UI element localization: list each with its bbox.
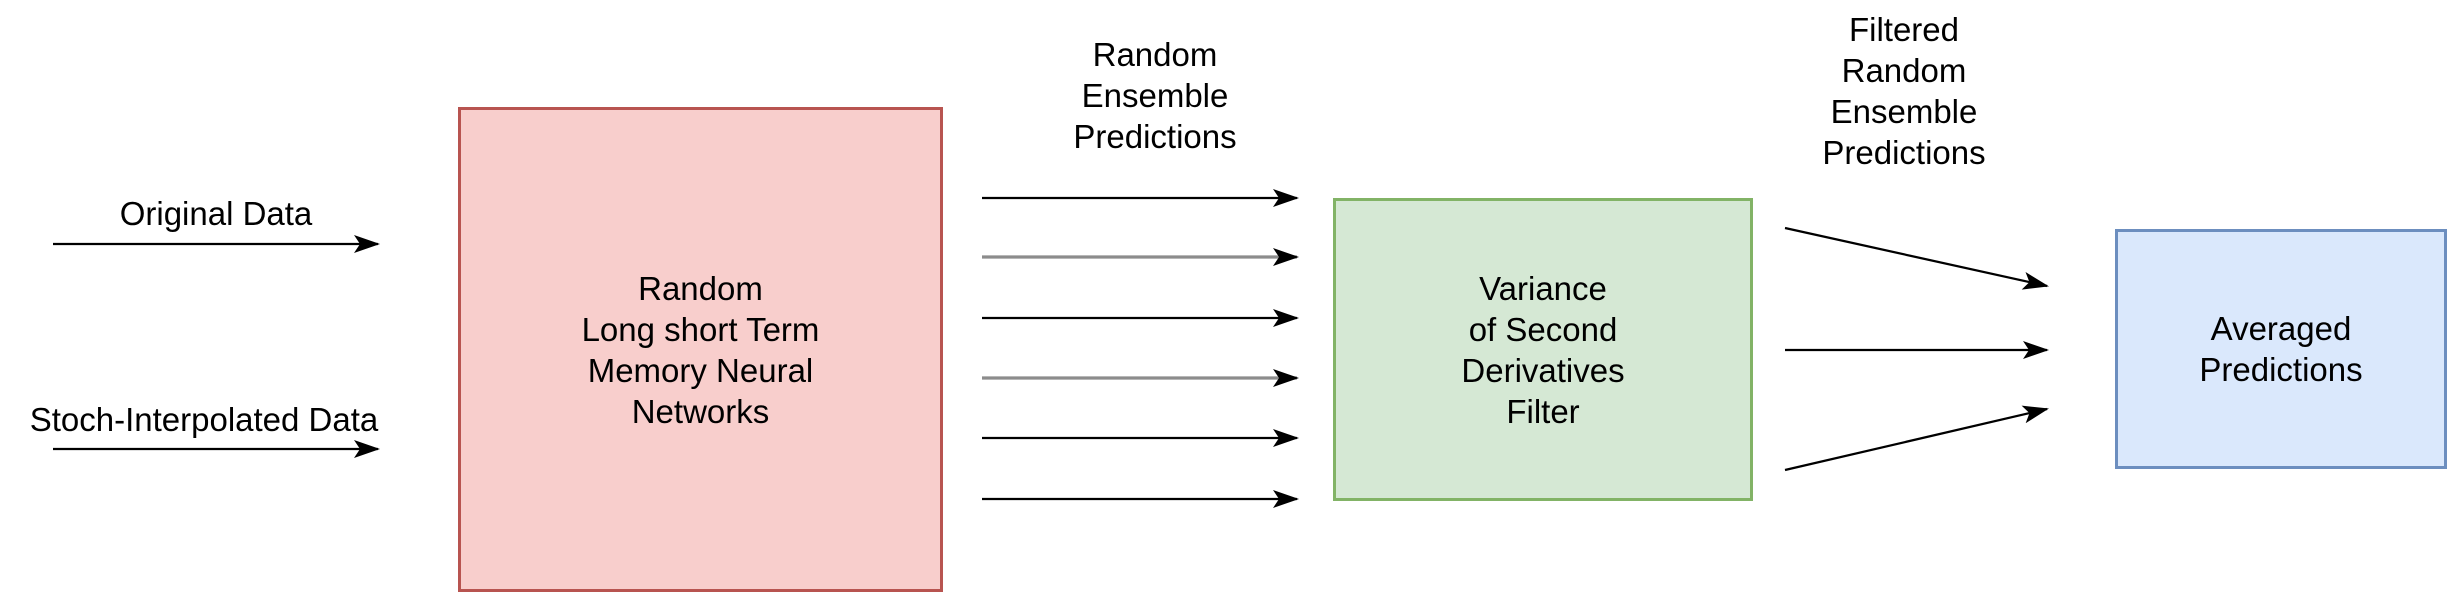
label-filtered-random-ensemble-predictions: Filtered Random Ensemble Predictions bbox=[1822, 11, 1986, 171]
label-stoch-interpolated-data: Stoch-Interpolated Data bbox=[29, 401, 379, 438]
node-variance-filter: Variance of Second Derivatives Filter bbox=[1333, 198, 1753, 501]
filtered-arrow-1 bbox=[1784, 226, 2049, 290]
label-original-data: Original Data bbox=[119, 195, 313, 232]
label-random-ensemble-predictions: Random Ensemble Predictions bbox=[1073, 36, 1237, 155]
node-averaged-predictions: Averaged Predictions bbox=[2115, 229, 2447, 469]
filtered-arrow-3 bbox=[1784, 405, 2049, 472]
node-lstm-networks: Random Long short Term Memory Neural Net… bbox=[458, 107, 943, 592]
